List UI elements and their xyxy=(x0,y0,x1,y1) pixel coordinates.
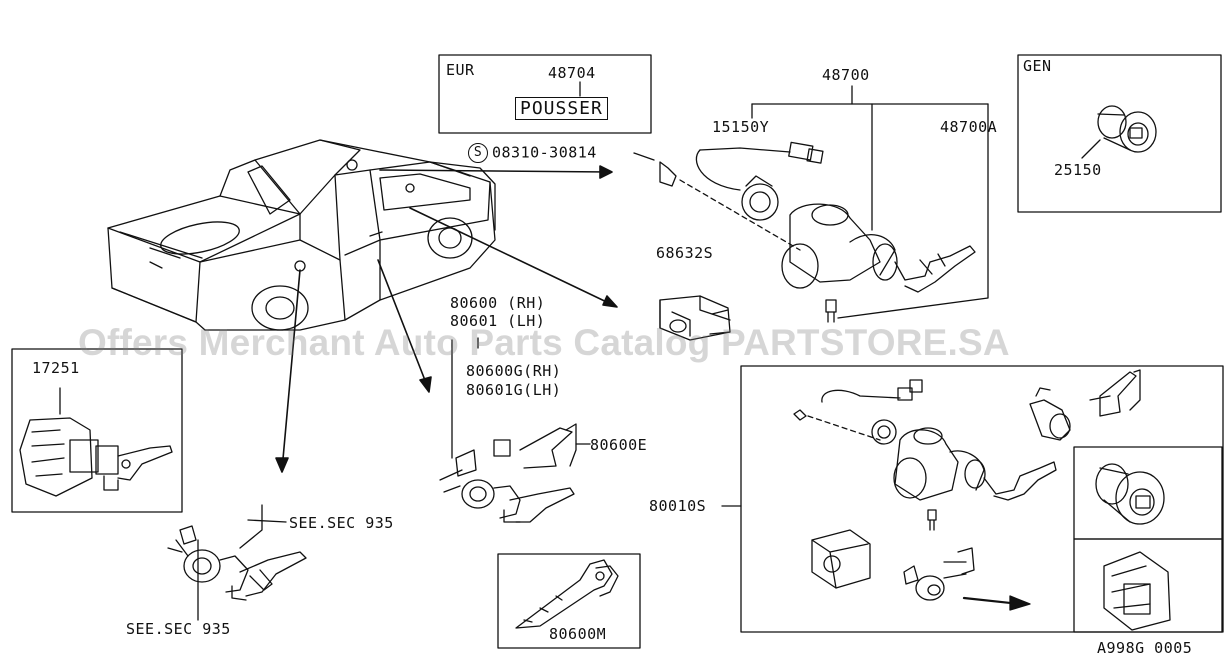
eur-box-frame xyxy=(438,54,652,134)
ignition-switch-assembly xyxy=(659,141,976,323)
box-80600M-frame xyxy=(497,553,641,649)
part-number-48700A: 48700A xyxy=(940,118,998,136)
part-number-48704: 48704 xyxy=(548,64,596,82)
part-number-80010S: 80010S xyxy=(649,497,707,515)
figure-code: A998G 0005 xyxy=(1097,639,1193,657)
part-number-80601: 80601 (LH) xyxy=(450,312,546,330)
leader-lines-48700 xyxy=(633,85,989,319)
see-section-reference-2: SEE.SEC 935 xyxy=(126,620,231,638)
standard-part-symbol: S xyxy=(468,143,488,163)
pousser-label: POUSSER xyxy=(515,97,608,120)
part-number-80601G: 80601G(LH) xyxy=(466,381,562,399)
box-80010S-frame xyxy=(740,365,1224,633)
bolt-code: 08310-30814 xyxy=(492,143,597,162)
gen-region-label: GEN xyxy=(1023,57,1052,75)
part-number-15150Y: 15150Y xyxy=(712,118,770,136)
part-number-80600: 80600 (RH) xyxy=(450,294,546,312)
part-number-80600M: 80600M xyxy=(549,625,607,643)
eur-region-label: EUR xyxy=(446,61,475,79)
part-number-25150: 25150 xyxy=(1054,161,1102,179)
lock-cylinder-cluster-left xyxy=(167,504,307,621)
part-number-80600E: 80600E xyxy=(590,436,648,454)
pointer-arrows xyxy=(275,165,618,473)
watermark-text: Offers Merchant Auto Parts Catalog PARTS… xyxy=(78,322,1010,363)
part-number-80600G: 80600G(RH) xyxy=(466,362,562,380)
pickup-truck-illustration xyxy=(107,139,496,331)
box-17251-frame xyxy=(11,348,183,513)
kit-80010S-parts xyxy=(793,369,1171,631)
part-number-17251: 17251 xyxy=(32,359,80,377)
key-80600M-icon xyxy=(515,559,619,629)
part-68632S-icon xyxy=(659,295,731,341)
door-lock-cluster-80600 xyxy=(439,339,591,523)
see-section-reference-1: SEE.SEC 935 xyxy=(289,514,394,532)
gen-box-frame xyxy=(1017,54,1222,213)
part-number-48700: 48700 xyxy=(822,66,870,84)
part-17251-icon xyxy=(19,387,173,497)
gen-cylinder-icon xyxy=(1081,105,1157,159)
part-number-68632S: 68632S xyxy=(656,244,714,262)
